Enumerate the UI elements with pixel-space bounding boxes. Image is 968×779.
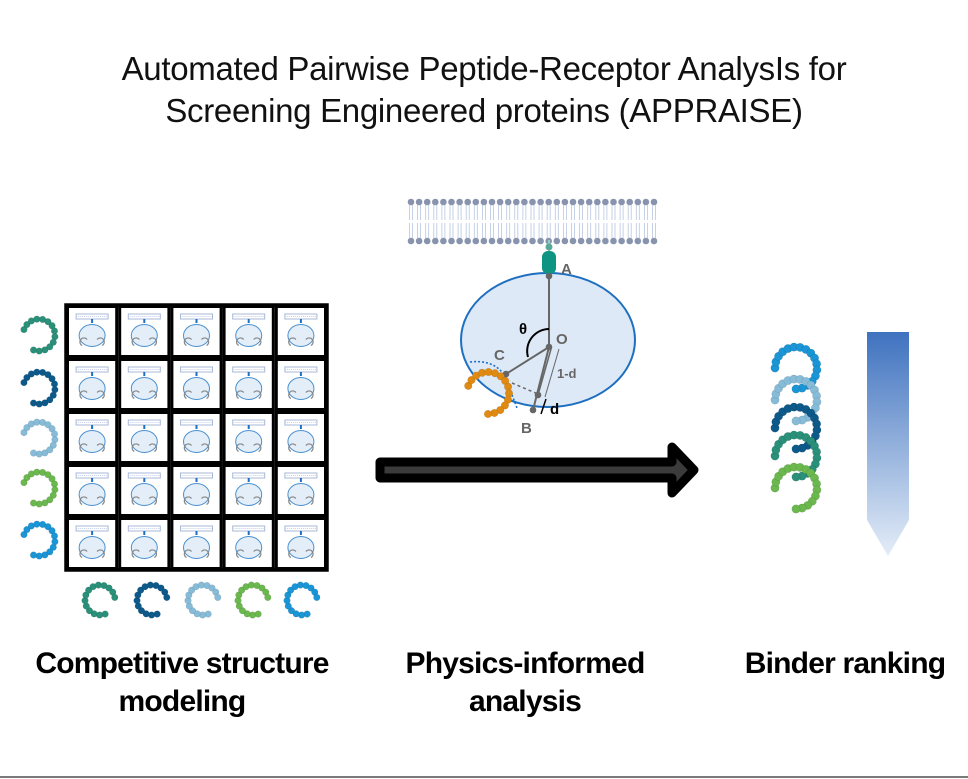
column-peptide-icon [283,581,321,619]
column-peptide-icon [81,581,119,619]
grid-cell [66,464,119,517]
receptor-geometry-diagram: A O C Bθ d 1-d [460,240,636,437]
grid-cell [66,358,119,411]
label-point-o: O [556,331,568,348]
grid-cell [274,411,327,464]
ranked-binder-stack [770,342,822,514]
row-peptide-icon [20,315,59,355]
label-point-a: A [561,261,572,278]
grid-cell [118,517,171,570]
grid-cell [118,358,171,411]
title-line-1: Automated Pairwise Peptide-Receptor Anal… [121,50,847,87]
row-peptide-column [20,315,59,560]
label-theta: θ [519,321,527,338]
grid-cell [170,464,223,517]
panel-label-line-1: Competitive structure [35,647,329,680]
label-point-c: C [494,347,505,364]
grid-cell [222,464,275,517]
grid-cell [274,464,327,517]
grid-cell [222,305,275,358]
grid-cell [118,411,171,464]
arrow-shape [375,442,699,498]
label-1-minus-d: 1-d [557,366,577,381]
label-point-b: B [521,420,532,437]
grid-cell [222,358,275,411]
panel-label-binder-ranking: Binder ranking [725,645,965,683]
column-peptide-icon [184,581,222,619]
panel-label-line-2: analysis [468,685,582,718]
panel-label-line-1: Binder ranking [744,647,946,680]
figure-title: Automated Pairwise Peptide-Receptor Anal… [0,48,968,132]
column-peptide-row [81,581,321,619]
grid-cell [170,358,223,411]
column-peptide-icon [133,581,171,619]
ranked-peptide-icon [770,462,822,514]
workflow-arrow-icon [375,442,699,498]
grid-cell [170,411,223,464]
grid-cell [170,517,223,570]
ranked-peptide-icon [770,342,822,394]
grid-cell [222,411,275,464]
grid-cell [222,517,275,570]
column-peptide-icon [234,581,272,619]
ranking-gradient-arrow-icon [867,332,909,556]
row-peptide-icon [20,368,59,408]
grid-cell [66,305,119,358]
grid-cell [66,411,119,464]
row-peptide-icon [20,520,59,560]
grid-cell [274,305,327,358]
panel-label-physics-informed-analysis: Physics-informed analysis [370,645,680,721]
cell-membrane-icon [407,198,658,245]
anchor-protein-icon [542,251,556,274]
grid-cell [118,464,171,517]
row-peptide-icon [20,418,59,458]
title-line-2: Screening Engineered proteins (APPRAISE) [165,92,803,129]
row-peptide-icon [20,468,59,508]
grid-cell [274,358,327,411]
panel-label-competitive-structure-modeling: Competitive structure modeling [0,645,364,721]
binder-peptide-icon [464,367,514,419]
grid-cell [66,517,119,570]
grid-cell [118,305,171,358]
bottom-border [0,776,968,778]
grid-cell [274,517,327,570]
grid-cell [170,305,223,358]
panel-label-line-1: Physics-informed [405,647,646,680]
pairwise-model-grid [64,303,329,572]
label-d: d [550,401,559,418]
panel-label-line-2: modeling [118,685,247,718]
